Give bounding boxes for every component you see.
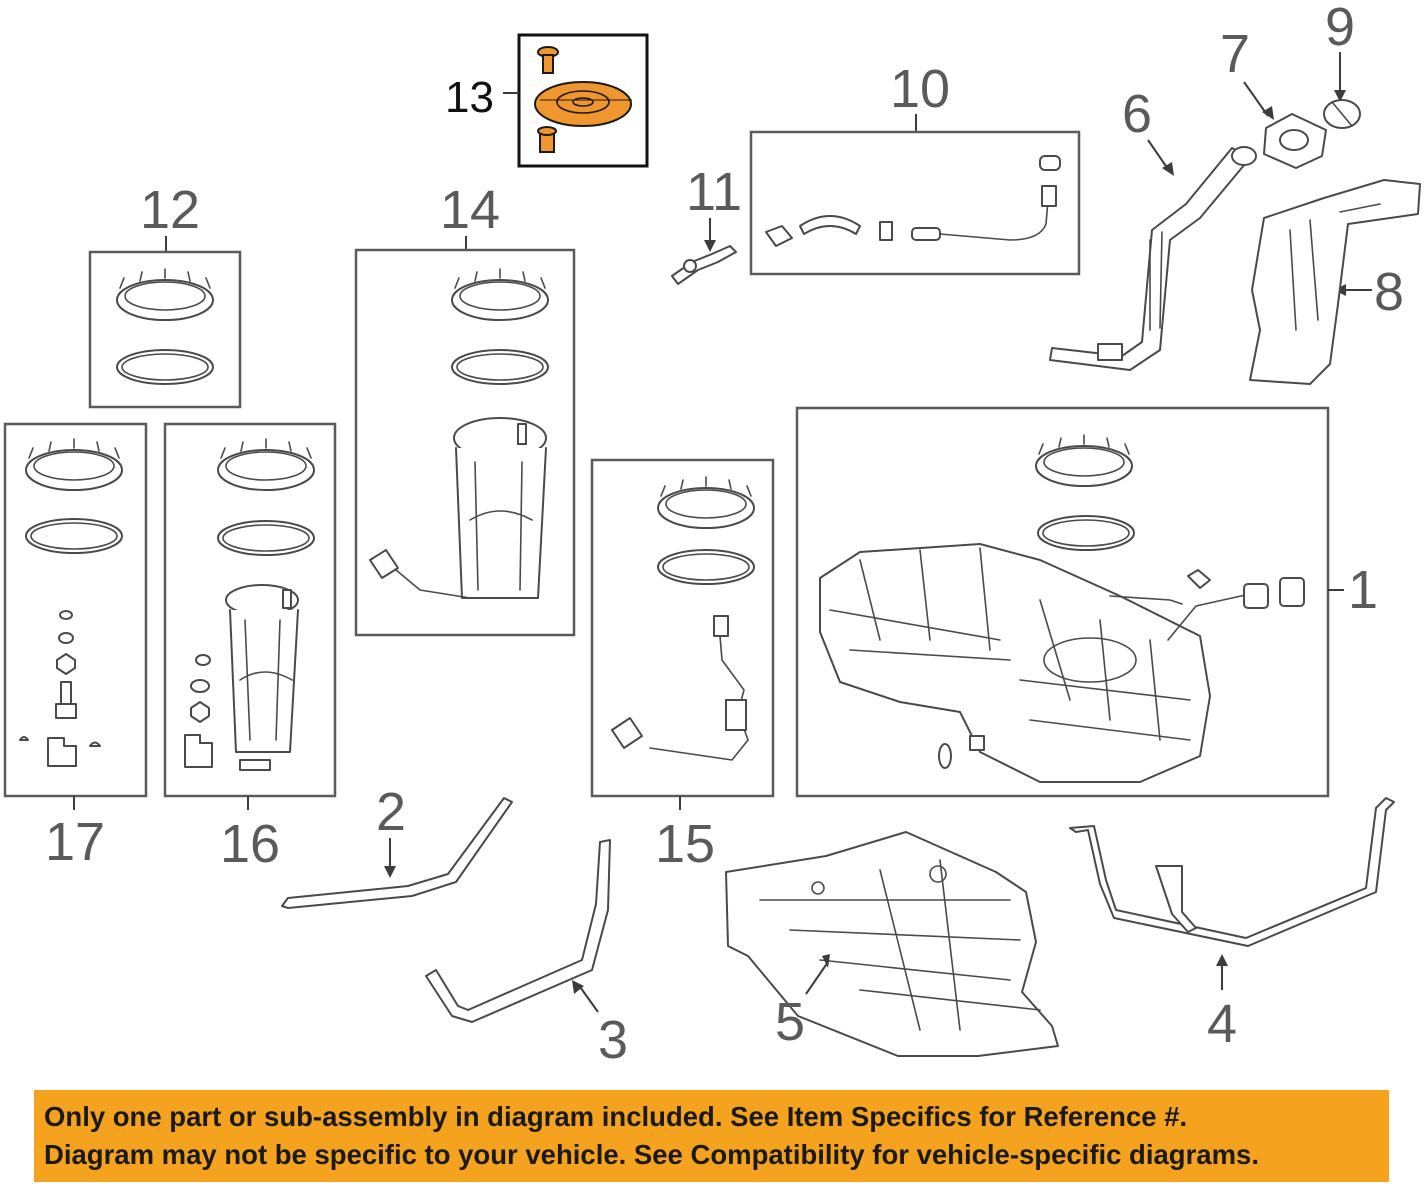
wire-harness-icon (611, 615, 749, 761)
part-2-group: 2 (281, 782, 513, 909)
lock-ring-icon (657, 476, 755, 529)
part-13-highlighted-group: 13 (445, 33, 649, 168)
part-11-group: 11 (671, 162, 742, 285)
gasket-icon (1037, 515, 1135, 551)
callout-3: 3 (598, 1010, 628, 1070)
fuel-cap-icon (1323, 99, 1361, 129)
part-12-group: 12 (88, 180, 242, 409)
part-15-group: 15 (590, 458, 775, 874)
tank-strap-icon (281, 797, 513, 909)
part-13-box (517, 33, 649, 168)
vent-pipe-icon (911, 155, 1061, 241)
cover-plate-icon (534, 81, 632, 127)
fuel-pump-module-icon (225, 584, 299, 771)
part-16-group: 16 (163, 422, 337, 874)
callout-7: 7 (1220, 24, 1250, 84)
callout-2: 2 (376, 782, 406, 842)
lock-ring-icon (25, 438, 123, 491)
part-15-box (590, 458, 775, 798)
fuel-pump-module-icon (453, 417, 547, 599)
part-12-box (88, 250, 242, 409)
sender-hardware-icon (19, 610, 101, 767)
part-17-group: 17 (3, 422, 148, 872)
callout-16: 16 (220, 814, 280, 874)
part-17-box (3, 422, 148, 798)
gasket-icon (25, 518, 123, 554)
callout-12: 12 (140, 180, 200, 240)
callout-8: 8 (1374, 262, 1404, 322)
lock-ring-icon (217, 438, 315, 491)
callout-6: 6 (1122, 84, 1152, 144)
gasket-icon (217, 520, 315, 556)
callout-5: 5 (775, 992, 805, 1052)
bolt-icon (537, 126, 557, 153)
gasket-icon (116, 349, 214, 385)
part-14-box (354, 248, 576, 637)
part-1-group: 1 (795, 406, 1378, 798)
tank-strap-icon (1069, 797, 1395, 947)
part-1-box (795, 406, 1330, 798)
gasket-icon (657, 549, 755, 585)
part-4-group: 4 (1069, 797, 1395, 1054)
base-plate-icon (1263, 113, 1327, 169)
disclaimer-line-1: Only one part or sub-assembly in diagram… (44, 1101, 1188, 1132)
part-16-box (163, 422, 337, 798)
callout-14: 14 (440, 180, 500, 240)
part-10-box (749, 130, 1081, 276)
part-10-group: 10 (749, 59, 1081, 276)
bolt-icon (537, 46, 559, 74)
hose-clamp-icon (765, 225, 793, 247)
lock-ring-icon (1035, 434, 1133, 487)
lock-ring-icon (451, 268, 549, 321)
part-8-group: 8 (1249, 179, 1421, 385)
callout-15: 15 (655, 814, 715, 874)
callout-1: 1 (1348, 560, 1378, 620)
part-14-group: 14 (354, 180, 576, 637)
callout-9: 9 (1325, 0, 1355, 57)
clip-icon (879, 221, 893, 241)
filler-pipe-icon (1049, 146, 1257, 371)
part-3-group: 3 (425, 839, 628, 1070)
disclaimer-line-2: Diagram may not be specific to your vehi… (44, 1139, 1259, 1170)
callout-17: 17 (45, 812, 105, 872)
callout-10: 10 (890, 59, 950, 119)
part-9-group: 9 (1323, 0, 1361, 129)
lock-ring-icon (116, 268, 214, 321)
under-cover-icon (725, 831, 1059, 1057)
gasket-icon (451, 349, 549, 385)
part-7-group: 7 (1220, 24, 1327, 169)
disclaimer-banner: Only one part or sub-assembly in diagram… (34, 1090, 1389, 1182)
tank-vent-pipe-icon (1109, 569, 1305, 641)
check-valve-icon (671, 245, 737, 285)
tank-strap-icon (425, 839, 611, 1023)
callout-11: 11 (686, 162, 742, 222)
callout-13: 13 (445, 73, 494, 122)
part-5-group: 5 (725, 831, 1059, 1057)
fuel-tank-icon (819, 543, 1211, 783)
splash-shield-icon (1249, 179, 1421, 385)
vent-hose-icon (799, 215, 861, 235)
part-6-group: 6 (1049, 84, 1257, 371)
wire-harness-icon (369, 549, 471, 599)
callout-4: 4 (1207, 994, 1237, 1054)
